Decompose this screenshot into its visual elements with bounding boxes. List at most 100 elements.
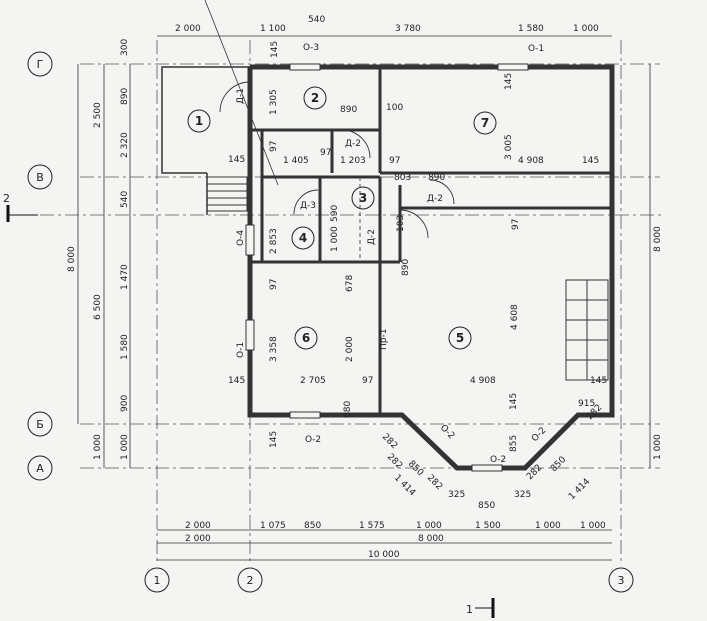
room-3-number: 3 [359,191,367,205]
interior-dim: 3 358 [269,336,279,362]
room-5-marker: 5 [448,326,472,350]
interior-dim: 4 908 [470,376,496,386]
opening-label: Д-2 [345,139,361,149]
axis-bubble-v: В [27,164,53,190]
interior-dim: 97 [320,148,331,158]
room-7-number: 7 [481,116,489,130]
axis-lines [40,40,665,565]
bottom-dim: 1 000 [416,521,442,531]
bottom-dim: 850 [304,521,321,531]
interior-dim: 145 [228,155,245,165]
interior-dim: 1 305 [269,89,279,115]
left-dim: 1 000 [120,434,130,460]
interior-dim: 855 [509,435,519,452]
left-dim: 890 [120,88,130,105]
interior-dim: 97 [362,376,373,386]
room-6-marker: 6 [294,326,318,350]
left-dim: 6 500 [93,294,103,320]
room-1-number: 1 [195,114,203,128]
interior-dim: 1 203 [340,156,366,166]
left-dim: 540 [120,191,130,208]
bottom-dim: 8 000 [418,534,444,544]
axis-label: 1 [154,574,161,587]
opening-label: Д-2 [427,194,443,204]
axis-bubble-3: 3 [608,567,634,593]
axis-bubble-b: Б [27,411,53,437]
opening-label: О-2 [530,426,548,444]
section-mark-1: 1 [466,598,495,618]
windows [245,63,529,472]
interior-dim: 282 [425,473,444,492]
opening-label: О-2 [490,455,506,465]
axis-bubble-1: 1 [144,567,170,593]
room-2-number: 2 [311,91,319,105]
entry-stair [206,176,248,212]
bottom-dim: 2 000 [185,534,211,544]
exterior-walls [247,64,615,471]
interior-dim: 103 [396,215,406,232]
top-dimension-chain: 2 000 1 100 540 3 780 1 580 1 000 [157,15,612,37]
opening-label: О-4 [236,230,246,246]
axis-bubble-2: 2 [237,567,263,593]
room-2-marker: 2 [303,86,327,110]
interior-dim: 100 [386,103,403,113]
right-dim: 8 000 [653,226,663,252]
room-4-number: 4 [299,231,307,245]
left-dim: 1 470 [120,264,130,290]
opening-label: Д-3 [300,201,316,211]
interior-dim: 590 [330,205,340,222]
axis-label: Б [36,418,44,431]
axis-label: А [36,462,44,475]
top-dim: 3 780 [395,24,421,34]
opening-label: О-2 [305,435,321,445]
interior-dim: 890 [428,173,445,183]
top-dim: 1 100 [260,24,286,34]
axis-bubble-a: А [27,455,53,481]
interior-dim: 678 [345,275,355,292]
interior-dim: 915 [578,399,595,409]
bottom-dim: 1 075 [260,521,286,531]
interior-dim: 97 [511,219,521,230]
interior-dim: 1 405 [283,156,309,166]
bottom-dim: 1 575 [359,521,385,531]
interior-dim: 145 [582,156,599,166]
bottom-dim: 1 000 [535,521,561,531]
interior-dim: 850 [478,501,495,511]
interior-dim: 803 [394,173,411,183]
interior-dim: 145 [590,376,607,386]
section-marks: 2 1 [3,192,495,618]
interior-dim: 2 705 [300,376,326,386]
leader-lines [204,0,279,186]
section-label: 2 [3,192,10,205]
axis-label: 2 [247,574,254,587]
interior-dim: 145 [504,73,514,90]
interior-dim: 3 005 [504,134,514,160]
bottom-dim: 2 000 [185,521,211,531]
interior-dim: 1 000 [330,226,340,252]
room-1-marker: 1 [187,109,211,133]
interior-dim: 680 [343,401,353,418]
top-dim: 540 [308,15,325,25]
room-3-marker: 3 [351,186,375,210]
opening-label: О-2 [438,423,456,441]
top-dim: 1 000 [573,24,599,34]
axis-bubble-g: Г [27,51,53,77]
opening-label: Д-2 [367,229,377,245]
interior-dim: 2 000 [345,336,355,362]
bottom-dim: 1 000 [580,521,606,531]
interior-dim: 145 [270,41,280,58]
section-mark-2: 2 [3,192,38,222]
bottom-dim: 1 500 [475,521,501,531]
interior-dim: 97 [269,141,279,152]
section-label: 1 [466,603,473,616]
left-dim: 1 000 [93,434,103,460]
interior-dim: 1 414 [567,477,592,502]
opening-label: О-1 [236,342,246,358]
right-dimension-chain: 8 000 1 000 [649,64,663,468]
room-5-number: 5 [456,331,464,345]
interior-dim: 145 [269,431,279,448]
interior-dim: 850 [549,455,568,474]
interior-dim: 145 [228,376,245,386]
left-dim: 900 [120,395,130,412]
